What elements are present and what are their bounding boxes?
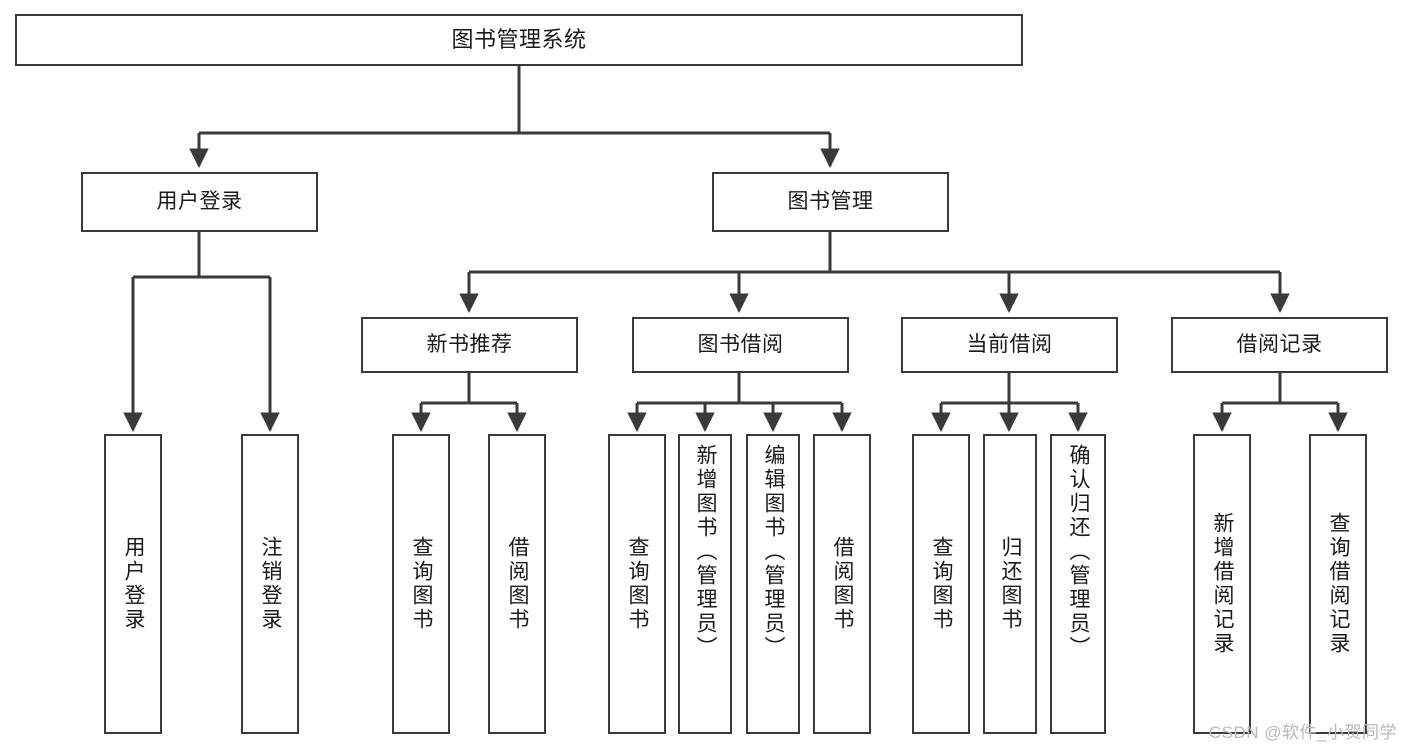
leaf-label: 查询图书 bbox=[930, 536, 954, 632]
leaf-node-borrow-book[interactable]: 借阅图书 bbox=[813, 434, 871, 734]
leaf-label: 借阅图书 bbox=[831, 536, 855, 632]
node-label: 借阅记录 bbox=[1236, 333, 1323, 357]
leaf-node-user-login[interactable]: 用户登录 bbox=[104, 434, 162, 734]
leaf-node-query-book-borrow[interactable]: 查询图书 bbox=[608, 434, 666, 734]
leaf-node-user-logout[interactable]: 注销登录 bbox=[241, 434, 299, 734]
leaf-node-edit-book-admin[interactable]: 编辑图书（管理员） bbox=[746, 434, 800, 734]
leaf-label: 查询图书 bbox=[626, 536, 650, 632]
node-label: 图书管理系统 bbox=[451, 26, 587, 52]
node-book-management-system[interactable]: 图书管理系统 bbox=[15, 14, 1023, 66]
leaf-label: 查询借阅记录 bbox=[1327, 512, 1351, 656]
csdn-watermark: CSDN @软件_小贺同学 bbox=[1208, 723, 1397, 742]
leaf-label: 注销登录 bbox=[259, 536, 283, 632]
node-borrow-record[interactable]: 借阅记录 bbox=[1171, 317, 1388, 373]
leaf-label: 编辑图书（管理员） bbox=[762, 444, 786, 660]
node-user-login[interactable]: 用户登录 bbox=[81, 172, 318, 232]
leaf-node-query-borrow-record[interactable]: 查询借阅记录 bbox=[1309, 434, 1367, 734]
node-new-book-recommend[interactable]: 新书推荐 bbox=[361, 317, 578, 373]
leaf-node-query-book-recommend[interactable]: 查询图书 bbox=[392, 434, 450, 734]
leaf-node-confirm-return-admin[interactable]: 确认归还（管理员） bbox=[1050, 434, 1106, 734]
leaf-label: 新增借阅记录 bbox=[1211, 512, 1235, 656]
node-label: 图书管理 bbox=[787, 190, 874, 214]
leaf-label: 归还图书 bbox=[999, 536, 1023, 632]
leaf-label: 确认归还（管理员） bbox=[1067, 444, 1091, 660]
node-label: 新书推荐 bbox=[426, 333, 513, 357]
leaf-label: 用户登录 bbox=[122, 536, 146, 632]
node-book-borrow[interactable]: 图书借阅 bbox=[632, 317, 849, 373]
node-label: 图书借阅 bbox=[697, 333, 784, 357]
leaf-node-query-book-current[interactable]: 查询图书 bbox=[912, 434, 970, 734]
node-book-management[interactable]: 图书管理 bbox=[712, 172, 949, 232]
leaf-node-add-book-admin[interactable]: 新增图书（管理员） bbox=[678, 434, 732, 734]
node-label: 当前借阅 bbox=[966, 333, 1053, 357]
leaf-node-add-borrow-record[interactable]: 新增借阅记录 bbox=[1193, 434, 1251, 734]
node-label: 用户登录 bbox=[156, 190, 243, 214]
leaf-label: 借阅图书 bbox=[506, 536, 530, 632]
leaf-node-borrow-book-recommend[interactable]: 借阅图书 bbox=[488, 434, 546, 734]
leaf-node-return-book[interactable]: 归还图书 bbox=[983, 434, 1037, 734]
leaf-label: 查询图书 bbox=[410, 536, 434, 632]
leaf-label: 新增图书（管理员） bbox=[694, 444, 718, 660]
node-current-borrow[interactable]: 当前借阅 bbox=[901, 317, 1118, 373]
